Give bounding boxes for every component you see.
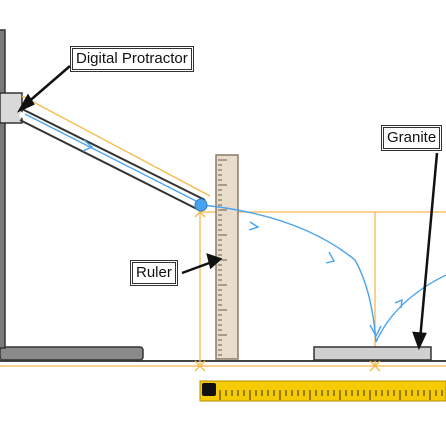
granite-label: Granite — [380, 125, 443, 151]
stand-base — [0, 346, 144, 361]
stand-post — [0, 29, 6, 349]
arrowhead-icon — [82, 139, 94, 152]
arrowhead-icon — [248, 221, 260, 231]
vertical-ruler — [215, 154, 239, 360]
projectile-trajectory — [201, 204, 446, 343]
callout-pointers — [16, 65, 439, 351]
arrowhead-icon — [394, 298, 403, 309]
granite-slab — [313, 346, 432, 361]
inclined-ramp — [18, 107, 206, 210]
tape-measure — [199, 380, 446, 402]
arrowhead-icon — [325, 251, 336, 264]
ruler-label: Ruler — [130, 260, 178, 286]
ball — [194, 198, 208, 212]
protractor-block — [0, 92, 23, 124]
arrowhead-icon — [369, 324, 382, 338]
ramp-trajectory — [24, 113, 199, 203]
tape-measure-tab — [202, 383, 216, 396]
measurement-guides — [0, 95, 446, 367]
digital-protractor-label: Digital Protractor — [70, 46, 194, 72]
